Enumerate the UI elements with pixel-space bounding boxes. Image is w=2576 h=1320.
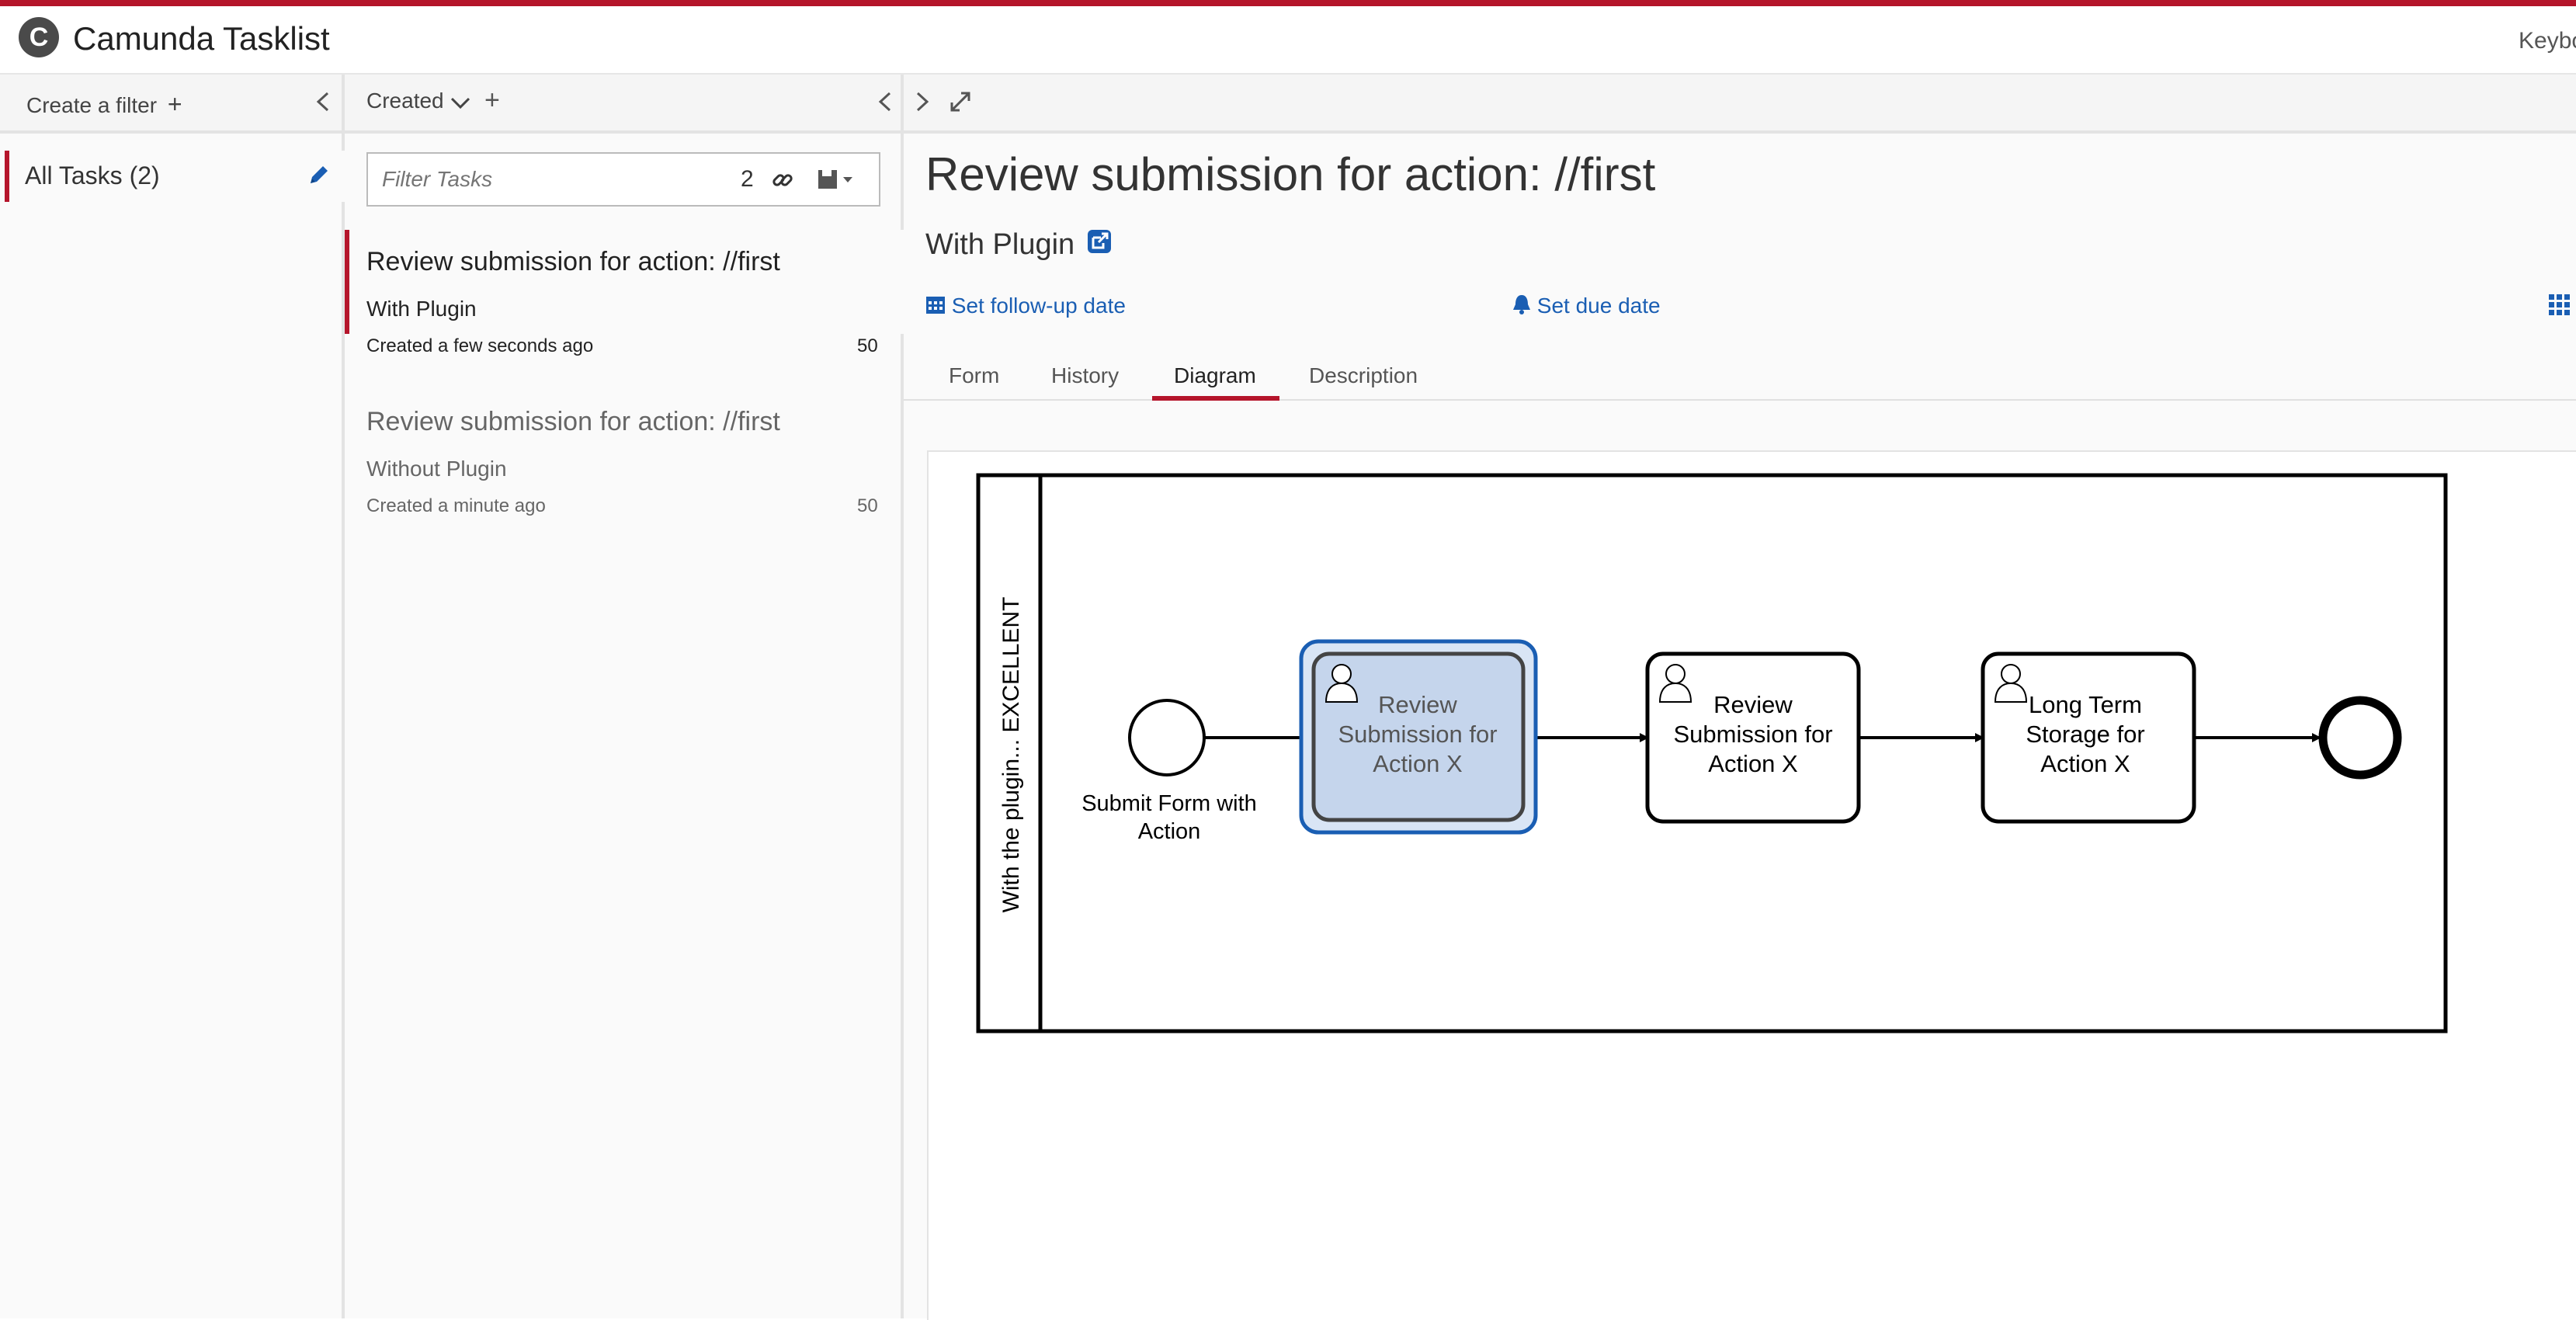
filter-item-all-tasks[interactable]	[5, 151, 346, 202]
task-label-line-1: Review	[1378, 691, 1457, 718]
save-filter-icon[interactable]	[817, 168, 856, 196]
user-task-review[interactable]	[1645, 651, 1861, 824]
task-process: Without Plugin	[366, 457, 507, 481]
set-follow-up-date-button[interactable]: Set follow-up date	[925, 294, 1126, 318]
task-card-selected[interactable]	[345, 230, 905, 334]
process-name-link[interactable]: With Plugin	[925, 228, 1113, 262]
follow-up-label: Set follow-up date	[951, 294, 1126, 318]
sort-dropdown[interactable]: Created	[366, 89, 471, 113]
filters-panel	[0, 75, 345, 1318]
collapse-tasklist-icon[interactable]	[876, 90, 894, 117]
expand-tasklist-icon[interactable]	[913, 90, 932, 117]
task-label-line-2: Storage for	[2026, 721, 2144, 748]
task-name: Review submission for action: //first	[366, 407, 780, 436]
task-created: Created a few seconds ago	[366, 335, 594, 356]
tab-history[interactable]: History	[1051, 363, 1120, 387]
end-event[interactable]	[2318, 696, 2402, 780]
link-icon[interactable]	[770, 168, 795, 196]
chevron-down-icon	[451, 97, 470, 109]
task-priority: 50	[857, 495, 878, 516]
start-event[interactable]	[1128, 699, 1206, 776]
external-link-icon	[1087, 230, 1111, 253]
filters-toolbar	[0, 75, 342, 134]
tab-form[interactable]: Form	[949, 363, 1000, 387]
tab-diagram[interactable]: Diagram	[1174, 363, 1256, 387]
task-name: Review submission for action: //first	[366, 247, 780, 276]
apps-grid-icon[interactable]	[2548, 294, 2571, 321]
create-filter-button[interactable]: Create a filter +	[26, 90, 182, 119]
collapse-filters-icon[interactable]	[314, 90, 332, 120]
plus-icon: +	[167, 90, 182, 118]
task-label-line-3: Action X	[1373, 750, 1463, 777]
user-task-long-term-storage[interactable]	[1981, 651, 2196, 824]
set-due-date-button[interactable]: Set due date	[1512, 294, 1661, 318]
tasklist-toolbar	[345, 75, 901, 134]
create-filter-label: Create a filter	[26, 93, 158, 117]
add-sorting-plus-icon[interactable]: +	[484, 85, 500, 115]
bell-icon	[1513, 295, 1530, 314]
filter-tasks-input[interactable]	[380, 160, 710, 199]
active-tab-indicator	[1152, 396, 1279, 401]
camunda-logo-icon: C	[19, 17, 59, 57]
user-icon	[1658, 664, 1692, 703]
app-header	[0, 6, 2576, 75]
app-title: Camunda Tasklist	[73, 20, 330, 57]
keyboard-shortcuts-link[interactable]: Keybo	[2519, 28, 2576, 54]
user-task-review-active[interactable]	[1311, 651, 1526, 822]
process-name: With Plugin	[925, 228, 1075, 261]
tabs-divider	[904, 399, 2576, 401]
task-label-line-3: Action X	[2040, 750, 2130, 777]
user-icon	[1324, 664, 1359, 703]
due-date-label: Set due date	[1536, 294, 1661, 318]
filter-item-label: All Tasks (2)	[25, 162, 160, 189]
calendar-icon	[926, 297, 945, 314]
pool-label: With the plugin... EXCELLENT	[998, 597, 1024, 913]
task-process: With Plugin	[366, 297, 477, 321]
start-event-label-line-1: Submit Form with	[1081, 791, 1257, 816]
task-label-line-1: Long Term	[2029, 691, 2142, 718]
brand-bar	[0, 0, 2576, 6]
fullscreen-icon[interactable]	[947, 89, 974, 119]
tab-description[interactable]: Description	[1309, 363, 1418, 387]
start-event-label-line-2: Action	[1138, 819, 1201, 844]
task-count: 2	[741, 166, 754, 192]
detail-toolbar	[904, 75, 2576, 134]
task-label-line-1: Review	[1713, 691, 1793, 718]
task-priority: 50	[857, 335, 878, 356]
user-icon	[1994, 664, 2028, 703]
bpmn-diagram: With the plugin... EXCELLENT Submit Form…	[976, 473, 2448, 1033]
task-label-line-2: Submission for	[1338, 721, 1497, 748]
task-created: Created a minute ago	[366, 495, 546, 516]
task-label-line-3: Action X	[1708, 750, 1798, 777]
sort-label: Created	[366, 89, 444, 113]
pencil-icon[interactable]	[306, 162, 332, 192]
task-label-line-2: Submission for	[1673, 721, 1832, 748]
task-title: Review submission for action: //first	[925, 148, 1656, 200]
